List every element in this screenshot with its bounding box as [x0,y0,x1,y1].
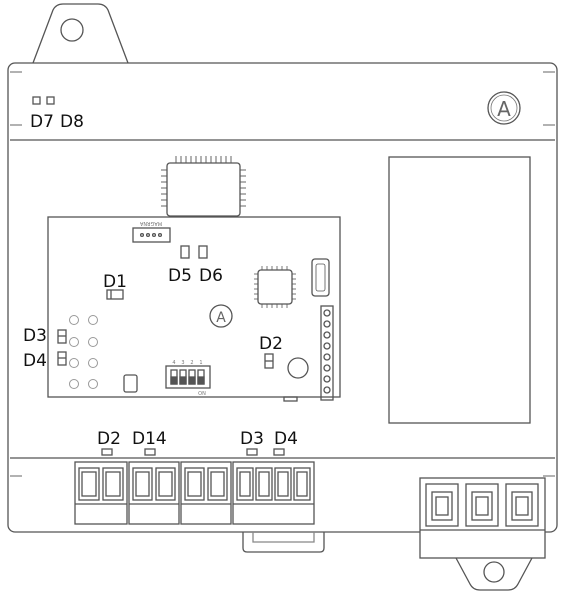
power-terminal-block [419,477,546,559]
pcb-connector [132,227,171,243]
brand-logo-icon [487,91,521,125]
label-d5: D5 [168,266,192,286]
pcb-board [47,216,341,398]
led-d5-icon [180,245,190,259]
label-d2-bottom: D2 [97,429,121,449]
pcb-logo-icon [209,304,233,328]
crystal-oscillator [311,258,330,297]
led-d3-bottom-icon [246,448,258,456]
label-d6: D6 [199,266,223,286]
pin-header [320,305,334,401]
relay-window [388,156,531,424]
top-mounting-tab [32,3,129,64]
led-d14-bottom-icon [144,448,156,456]
dip-number-2: 2 [190,360,193,366]
terminal-block-4 [232,461,315,525]
led-d2-bottom-icon [101,448,113,456]
led-d6-icon [198,245,208,259]
dip-switch[interactable] [165,365,211,389]
pcb-logo-letter: A [216,310,226,326]
label-d3-bottom: D3 [240,429,264,449]
bottom-mounting-hole [483,561,505,583]
chip-top-pins [161,156,246,207]
label-d7: D7 [30,112,54,132]
terminal-block-1 [74,461,128,525]
pcb-capacitor [123,374,138,393]
top-mounting-hole [60,18,84,42]
led-d1-icon [106,289,124,300]
bottom-mounting-tab [455,557,533,591]
label-d2-right: D2 [259,334,283,354]
label-d8: D8 [60,112,84,132]
label-d4-left: D4 [23,351,47,371]
label-d14-bottom: D14 [132,429,167,449]
left-pads [69,315,98,389]
dip-number-3: 3 [181,360,184,366]
buzzer [287,357,309,379]
led-d7-icon [32,96,41,105]
wifi-module-chip [166,162,241,217]
dip-number-4: 4 [172,360,175,366]
microcontroller-chip [257,269,293,305]
label-d1: D1 [103,272,127,292]
connector-text: MAGRNA [139,220,162,226]
dip-number-1: 1 [199,360,202,366]
device-housing [7,62,558,533]
led-d8-icon [46,96,55,105]
terminal-block-2 [128,461,180,525]
dip-on-label: ON [198,391,206,397]
bottom-clip [242,532,325,553]
label-d3-left: D3 [23,326,47,346]
brand-logo-letter: A [497,97,511,121]
terminal-block-3 [180,461,232,525]
label-d4-bottom: D4 [274,429,298,449]
led-d4-bottom-icon [273,448,285,456]
